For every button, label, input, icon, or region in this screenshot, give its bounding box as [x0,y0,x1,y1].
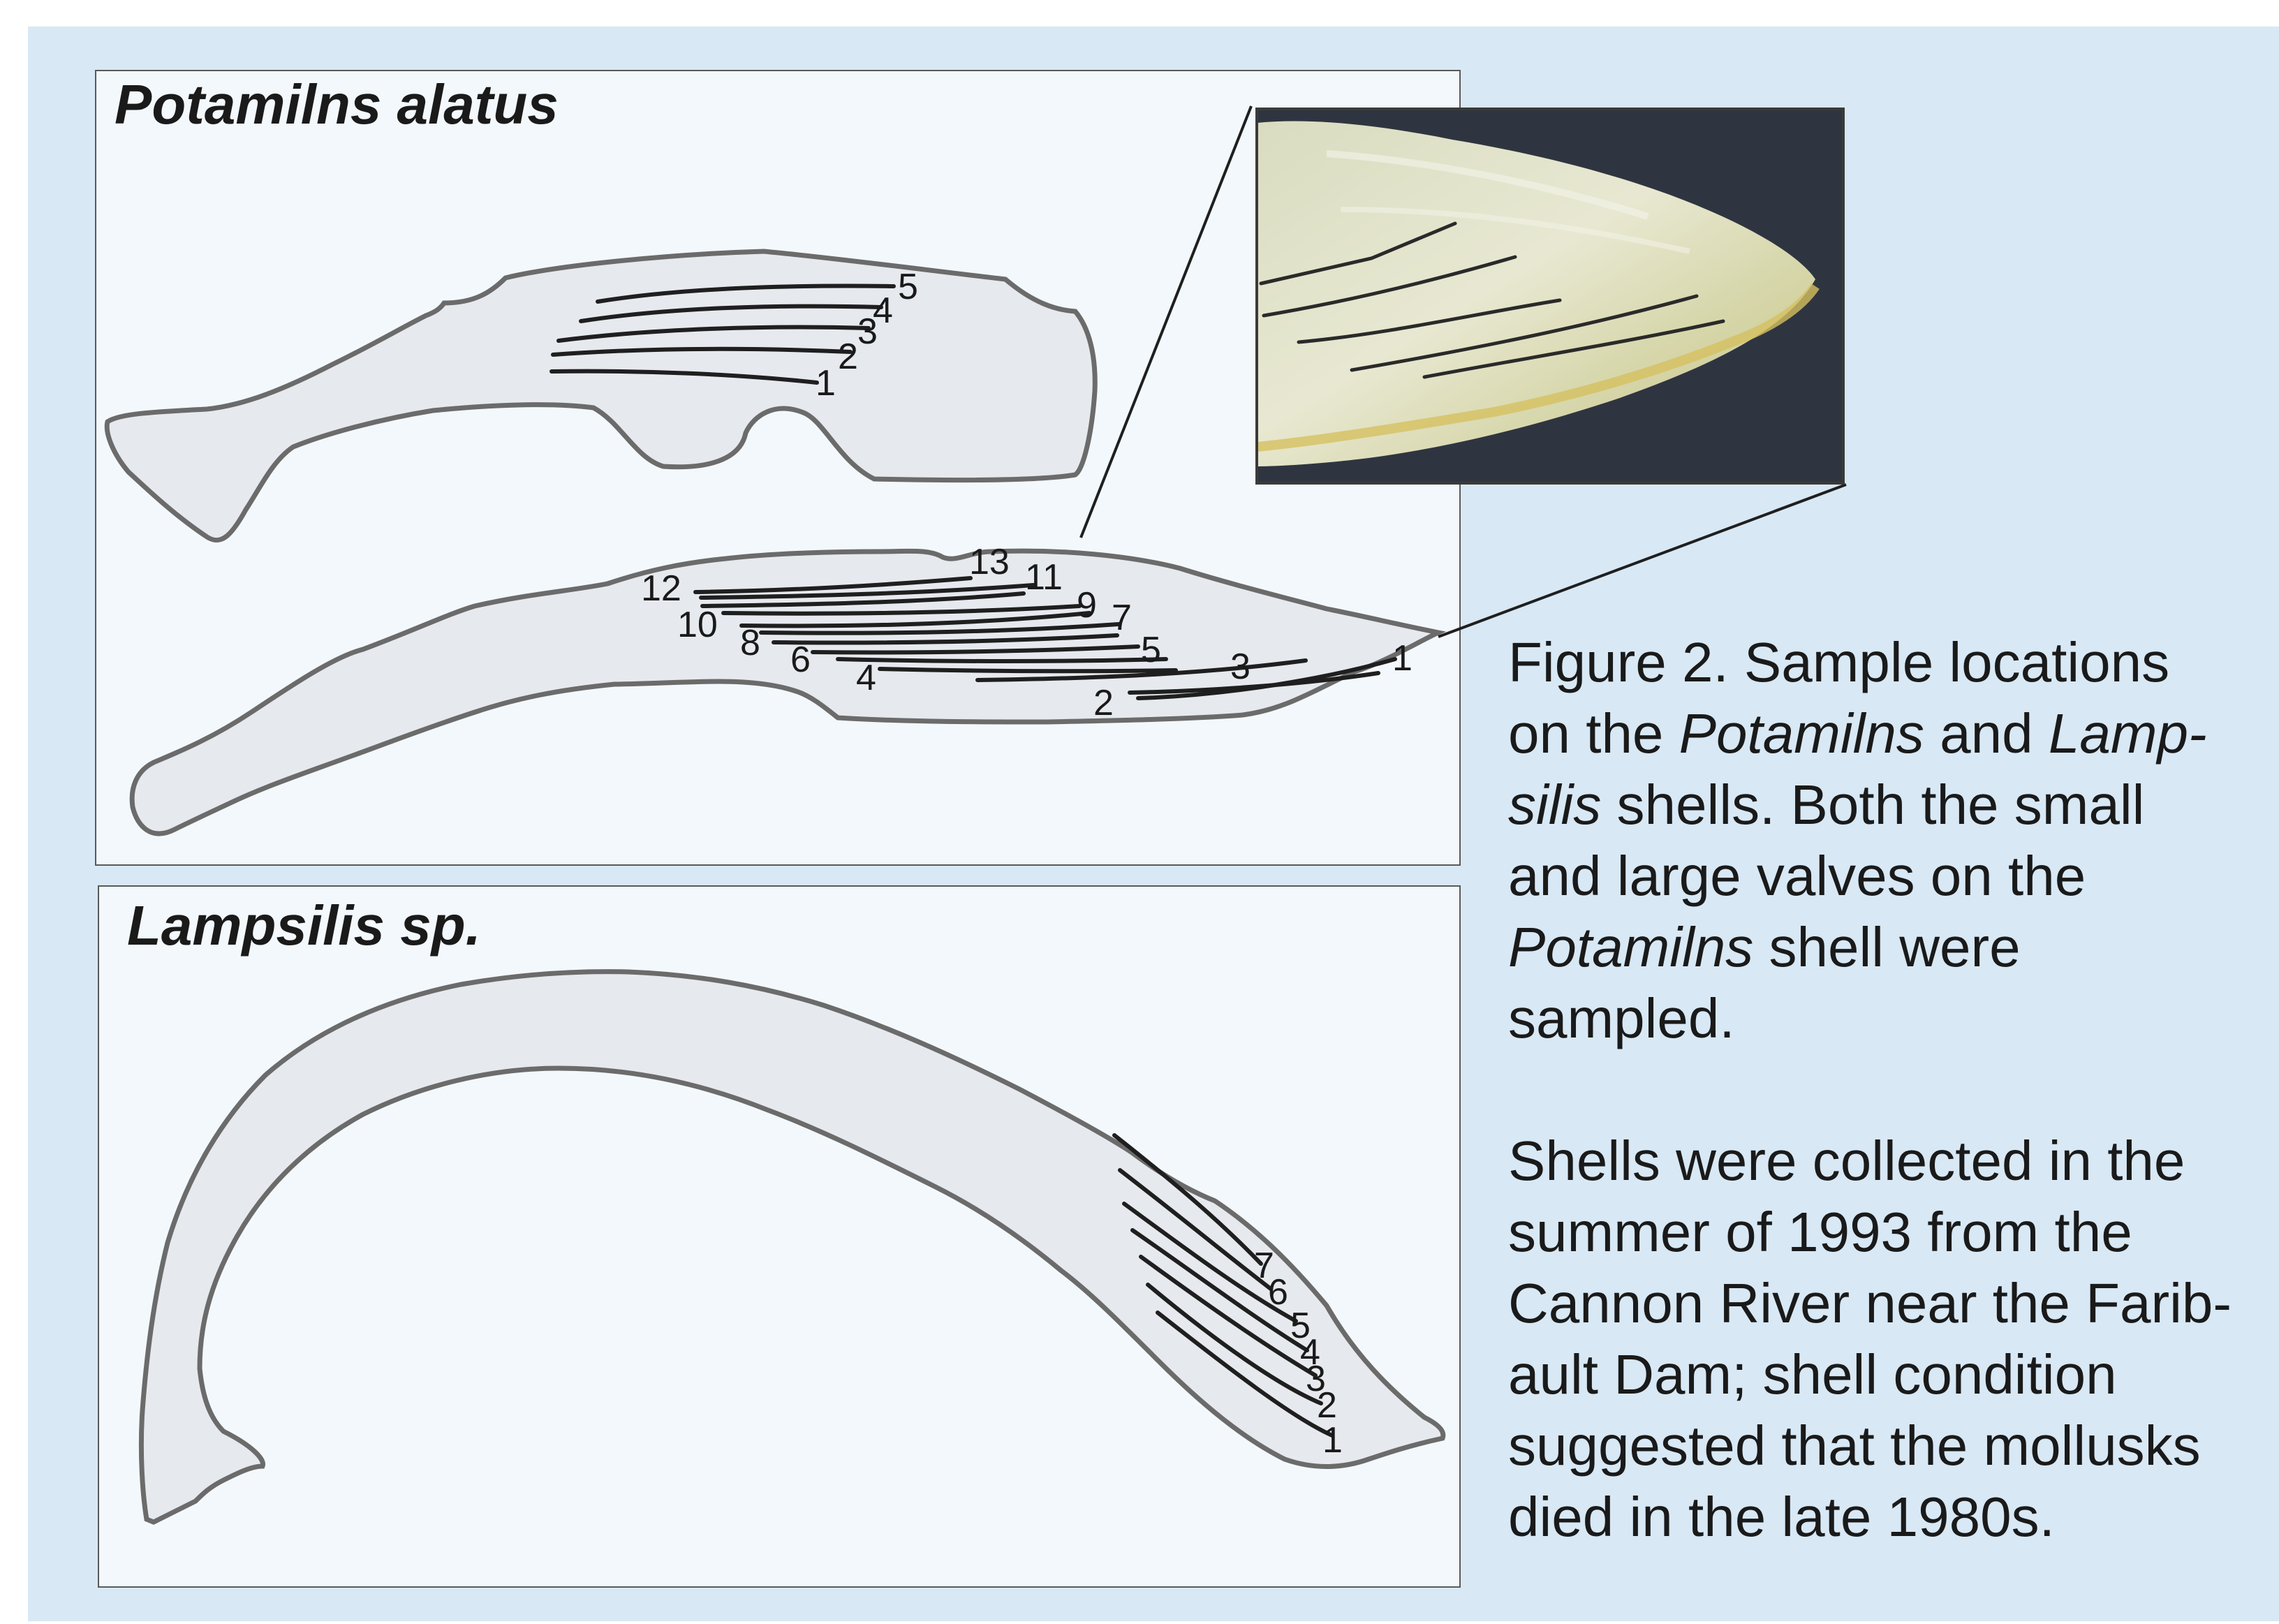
caption-line: Cannon River near the Farib- [1508,1268,2279,1339]
lampsilis-label-1: 1 [1322,1420,1343,1461]
caption-line: ault Dam; shell condition [1508,1339,2279,1410]
caption-line: on the Potamilns and Lamp- [1508,698,2279,769]
large-valve-label-3: 3 [1230,647,1251,687]
large-valve-label-8: 8 [740,623,760,663]
caption-line: silis shells. Both the small [1508,769,2279,841]
caption-text: shells. Both the small [1601,774,2144,836]
caption-italic-genus: Potamilns [1508,916,1753,978]
caption-paragraph-1: Figure 2. Sample locations on the Potami… [1508,627,2279,1054]
large-valve-label-5: 5 [1141,630,1161,670]
large-valve-label-11: 11 [1025,557,1063,598]
figure-caption: Figure 2. Sample locations on the Potami… [1508,627,2279,1624]
shell-cross-section-photo [1257,109,1843,483]
small-valve-label-3: 3 [857,311,878,352]
large-valve-label-1: 1 [1392,638,1413,679]
large-valve-label-6: 6 [790,640,811,680]
large-valve-label-10: 10 [677,605,718,645]
large-valve-label-12: 12 [641,568,681,609]
caption-line: died in the late 1980s. [1508,1482,2279,1553]
caption-italic-genus: silis [1508,774,1601,836]
caption-text: shell were [1753,916,2020,978]
large-valve-label-7: 7 [1112,598,1132,638]
caption-paragraph-2: Shells were collected in the summer of 1… [1508,1125,2279,1553]
potamilns-large-valve-outline [132,551,1438,834]
lampsilis-shell-outline [141,972,1443,1522]
large-valve-line-5 [838,659,1166,661]
caption-line: summer of 1993 from the [1508,1197,2279,1268]
caption-italic-genus: Lamp- [2049,702,2207,765]
large-valve-line-4 [880,669,1176,671]
small-valve-label-5: 5 [898,267,918,307]
caption-line: and large valves on the [1508,841,2279,912]
large-valve-label-4: 4 [856,658,876,698]
large-valve-label-9: 9 [1077,585,1097,626]
lampsilis-label-6: 6 [1268,1272,1288,1313]
small-valve-label-2: 2 [838,337,858,377]
small-valve-label-1: 1 [816,363,836,404]
large-valve-label-2: 2 [1093,683,1114,723]
caption-line: suggested that the mollusks [1508,1410,2279,1482]
caption-italic-genus: Potamilns [1679,702,1924,765]
caption-text: on the [1508,702,1679,765]
large-valve-label-13: 13 [969,542,1010,582]
caption-line: Figure 2. Sample locations [1508,627,2279,698]
caption-line: Shells were collected in the [1508,1125,2279,1197]
caption-text: and [1924,702,2049,765]
caption-line: Potamilns shell were [1508,912,2279,983]
potamilns-small-valve-outline [107,251,1095,540]
caption-line: sampled. [1508,983,2279,1054]
